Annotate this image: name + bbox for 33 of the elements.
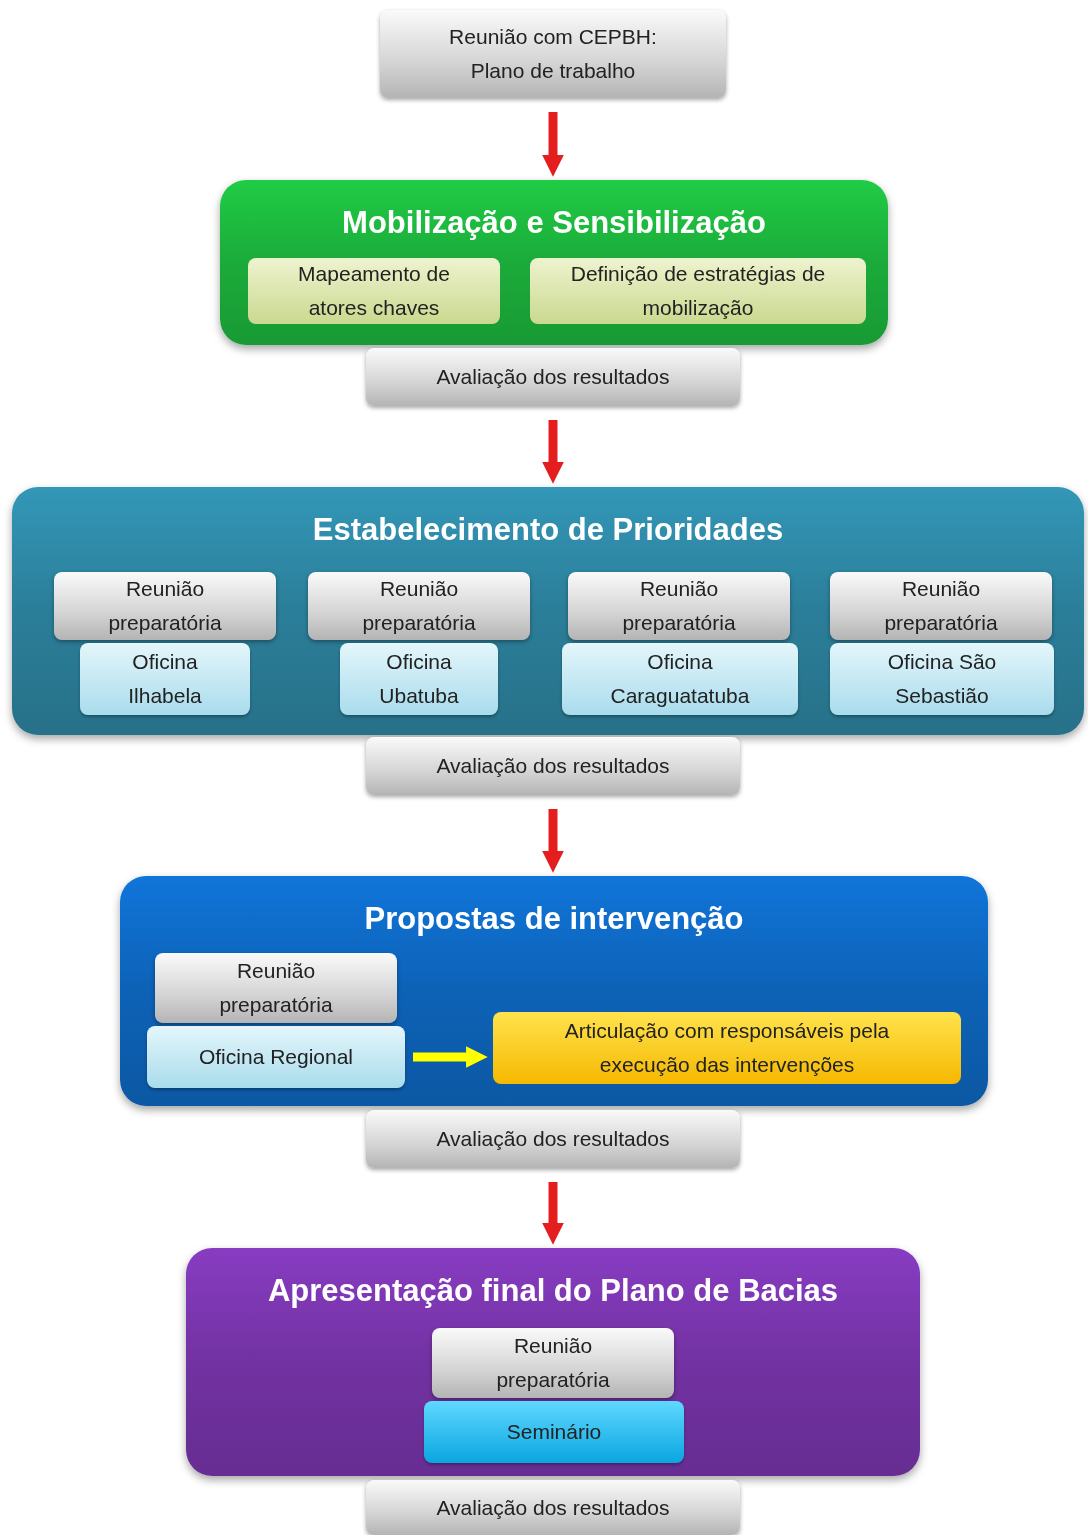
step-box: Avaliação dos resultados <box>366 1110 740 1168</box>
step-box: Reunião com CEPBH: Plano de trabalho <box>380 10 726 98</box>
workshop-box: Oficina Caraguatatuba <box>562 643 798 715</box>
step-box: Reunião preparatória <box>830 572 1052 640</box>
task-box: Articulação com responsáveis pela execução das intervenções <box>493 1012 961 1084</box>
step-box: Reunião preparatória <box>308 572 530 640</box>
arrow <box>542 1182 564 1245</box>
arrow <box>542 809 564 873</box>
stage-panel <box>12 487 1084 735</box>
stage-panel <box>186 1248 920 1476</box>
workshop-box: Oficina São Sebastião <box>830 643 1054 715</box>
panel-title: Estabelecimento de Prioridades <box>312 511 784 549</box>
step-box: Reunião preparatória <box>54 572 276 640</box>
panel-title: Propostas de intervenção <box>364 900 744 938</box>
step-box: Avaliação dos resultados <box>366 1480 740 1535</box>
step-box: Reunião preparatória <box>568 572 790 640</box>
arrow <box>542 420 564 484</box>
workshop-box: Oficina Regional <box>147 1026 405 1088</box>
step-box: Avaliação dos resultados <box>366 348 740 406</box>
stage-panel <box>220 180 888 345</box>
panel-title: Apresentação final do Plano de Bacias <box>267 1272 839 1310</box>
stage-panel <box>120 876 988 1106</box>
workshop-box: Oficina Ilhabela <box>80 643 250 715</box>
step-box: Reunião preparatória <box>155 953 397 1023</box>
arrow <box>542 112 564 177</box>
task-box: Definição de estratégias de mobilização <box>530 258 866 324</box>
step-box: Avaliação dos resultados <box>366 737 740 795</box>
arrow <box>413 1046 488 1068</box>
workshop-box: Oficina Ubatuba <box>340 643 498 715</box>
seminar-box: Seminário <box>424 1401 684 1463</box>
step-box: Reunião preparatória <box>432 1328 674 1398</box>
panel-title: Mobilização e Sensibilização <box>342 204 766 242</box>
task-box: Mapeamento de atores chaves <box>248 258 500 324</box>
